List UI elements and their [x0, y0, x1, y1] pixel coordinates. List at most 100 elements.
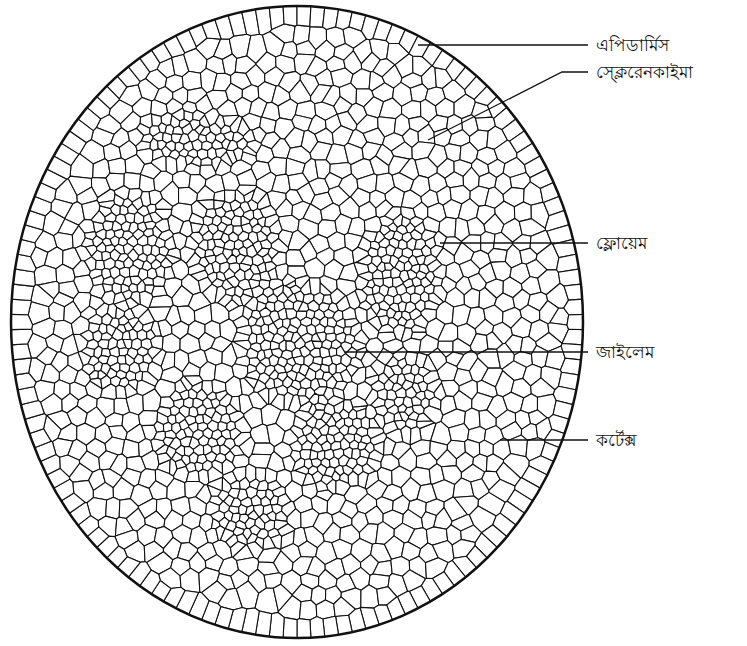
cell — [157, 453, 171, 464]
cell — [0, 7, 110, 119]
cell — [300, 378, 311, 389]
cell — [267, 511, 276, 521]
leader-line — [440, 242, 588, 243]
cell — [310, 617, 326, 646]
cell — [446, 0, 519, 80]
cell — [514, 202, 531, 222]
cell — [544, 122, 747, 215]
cell — [184, 427, 194, 437]
cell — [358, 472, 368, 489]
cell — [488, 248, 507, 262]
cell — [435, 98, 454, 117]
cell — [453, 478, 474, 498]
cell — [283, 617, 297, 646]
cell — [515, 478, 747, 635]
cell — [191, 156, 201, 166]
cell — [139, 411, 158, 426]
cell — [151, 156, 166, 171]
cell — [364, 216, 381, 232]
cell — [557, 220, 747, 272]
cell — [155, 198, 172, 209]
cell — [75, 0, 150, 81]
cell — [444, 561, 521, 646]
cell — [370, 156, 389, 175]
cell — [268, 268, 277, 280]
part-label: জাইলেম — [594, 342, 656, 362]
cell — [553, 196, 747, 257]
cell — [0, 502, 91, 584]
leader-line — [428, 72, 588, 140]
cell — [417, 413, 432, 421]
cell — [93, 482, 113, 500]
cell — [525, 40, 747, 178]
cell — [558, 243, 747, 286]
cell — [522, 466, 747, 605]
cell — [445, 172, 464, 188]
cell — [411, 325, 426, 332]
cell — [153, 276, 165, 286]
cell — [409, 586, 456, 646]
cell — [201, 157, 212, 165]
cell — [258, 388, 269, 405]
cell — [139, 0, 185, 57]
cell — [136, 149, 152, 165]
cell — [465, 0, 572, 99]
cell — [268, 0, 284, 29]
cell — [297, 388, 306, 396]
cell — [545, 148, 747, 232]
cell — [438, 323, 458, 341]
cell — [299, 600, 316, 620]
cell — [125, 384, 138, 398]
cell — [466, 546, 573, 646]
cell — [298, 541, 317, 557]
cell — [247, 542, 263, 559]
leader-line — [418, 44, 588, 45]
cell — [296, 41, 315, 55]
cell — [361, 585, 379, 608]
cell — [432, 0, 496, 70]
stem-outline — [11, 6, 583, 638]
cell — [564, 266, 747, 300]
cell — [401, 328, 412, 342]
cell — [137, 380, 156, 395]
cell — [517, 9, 747, 164]
cell — [373, 270, 384, 279]
cell — [467, 217, 485, 235]
cell — [397, 591, 437, 646]
cell — [243, 146, 257, 156]
cell — [48, 557, 140, 646]
cell — [251, 495, 261, 506]
part-label: স্ক্লেরেনকাইমা — [594, 62, 695, 82]
cell — [0, 516, 99, 610]
cell — [391, 365, 402, 375]
cell — [105, 413, 123, 427]
cell — [0, 34, 101, 130]
cell — [0, 429, 51, 462]
cell — [139, 175, 154, 192]
cell — [254, 0, 272, 35]
cell — [0, 298, 31, 314]
cell — [181, 376, 193, 391]
cell — [348, 471, 358, 486]
cell — [511, 317, 532, 338]
cell — [182, 71, 201, 90]
cell — [549, 415, 747, 497]
cell — [395, 387, 406, 397]
cell — [315, 69, 333, 87]
cell — [162, 334, 180, 353]
cell — [108, 158, 126, 174]
cell — [558, 372, 747, 424]
cell — [101, 384, 117, 399]
cell — [316, 600, 335, 619]
cell — [560, 358, 747, 401]
cell — [379, 324, 394, 333]
cell — [237, 169, 257, 186]
cell — [317, 379, 326, 387]
leader-line — [500, 439, 588, 440]
cell — [0, 493, 85, 561]
cell — [0, 314, 33, 330]
cell — [96, 570, 160, 646]
cell — [271, 535, 282, 550]
cell — [106, 497, 120, 519]
cell — [530, 68, 747, 188]
